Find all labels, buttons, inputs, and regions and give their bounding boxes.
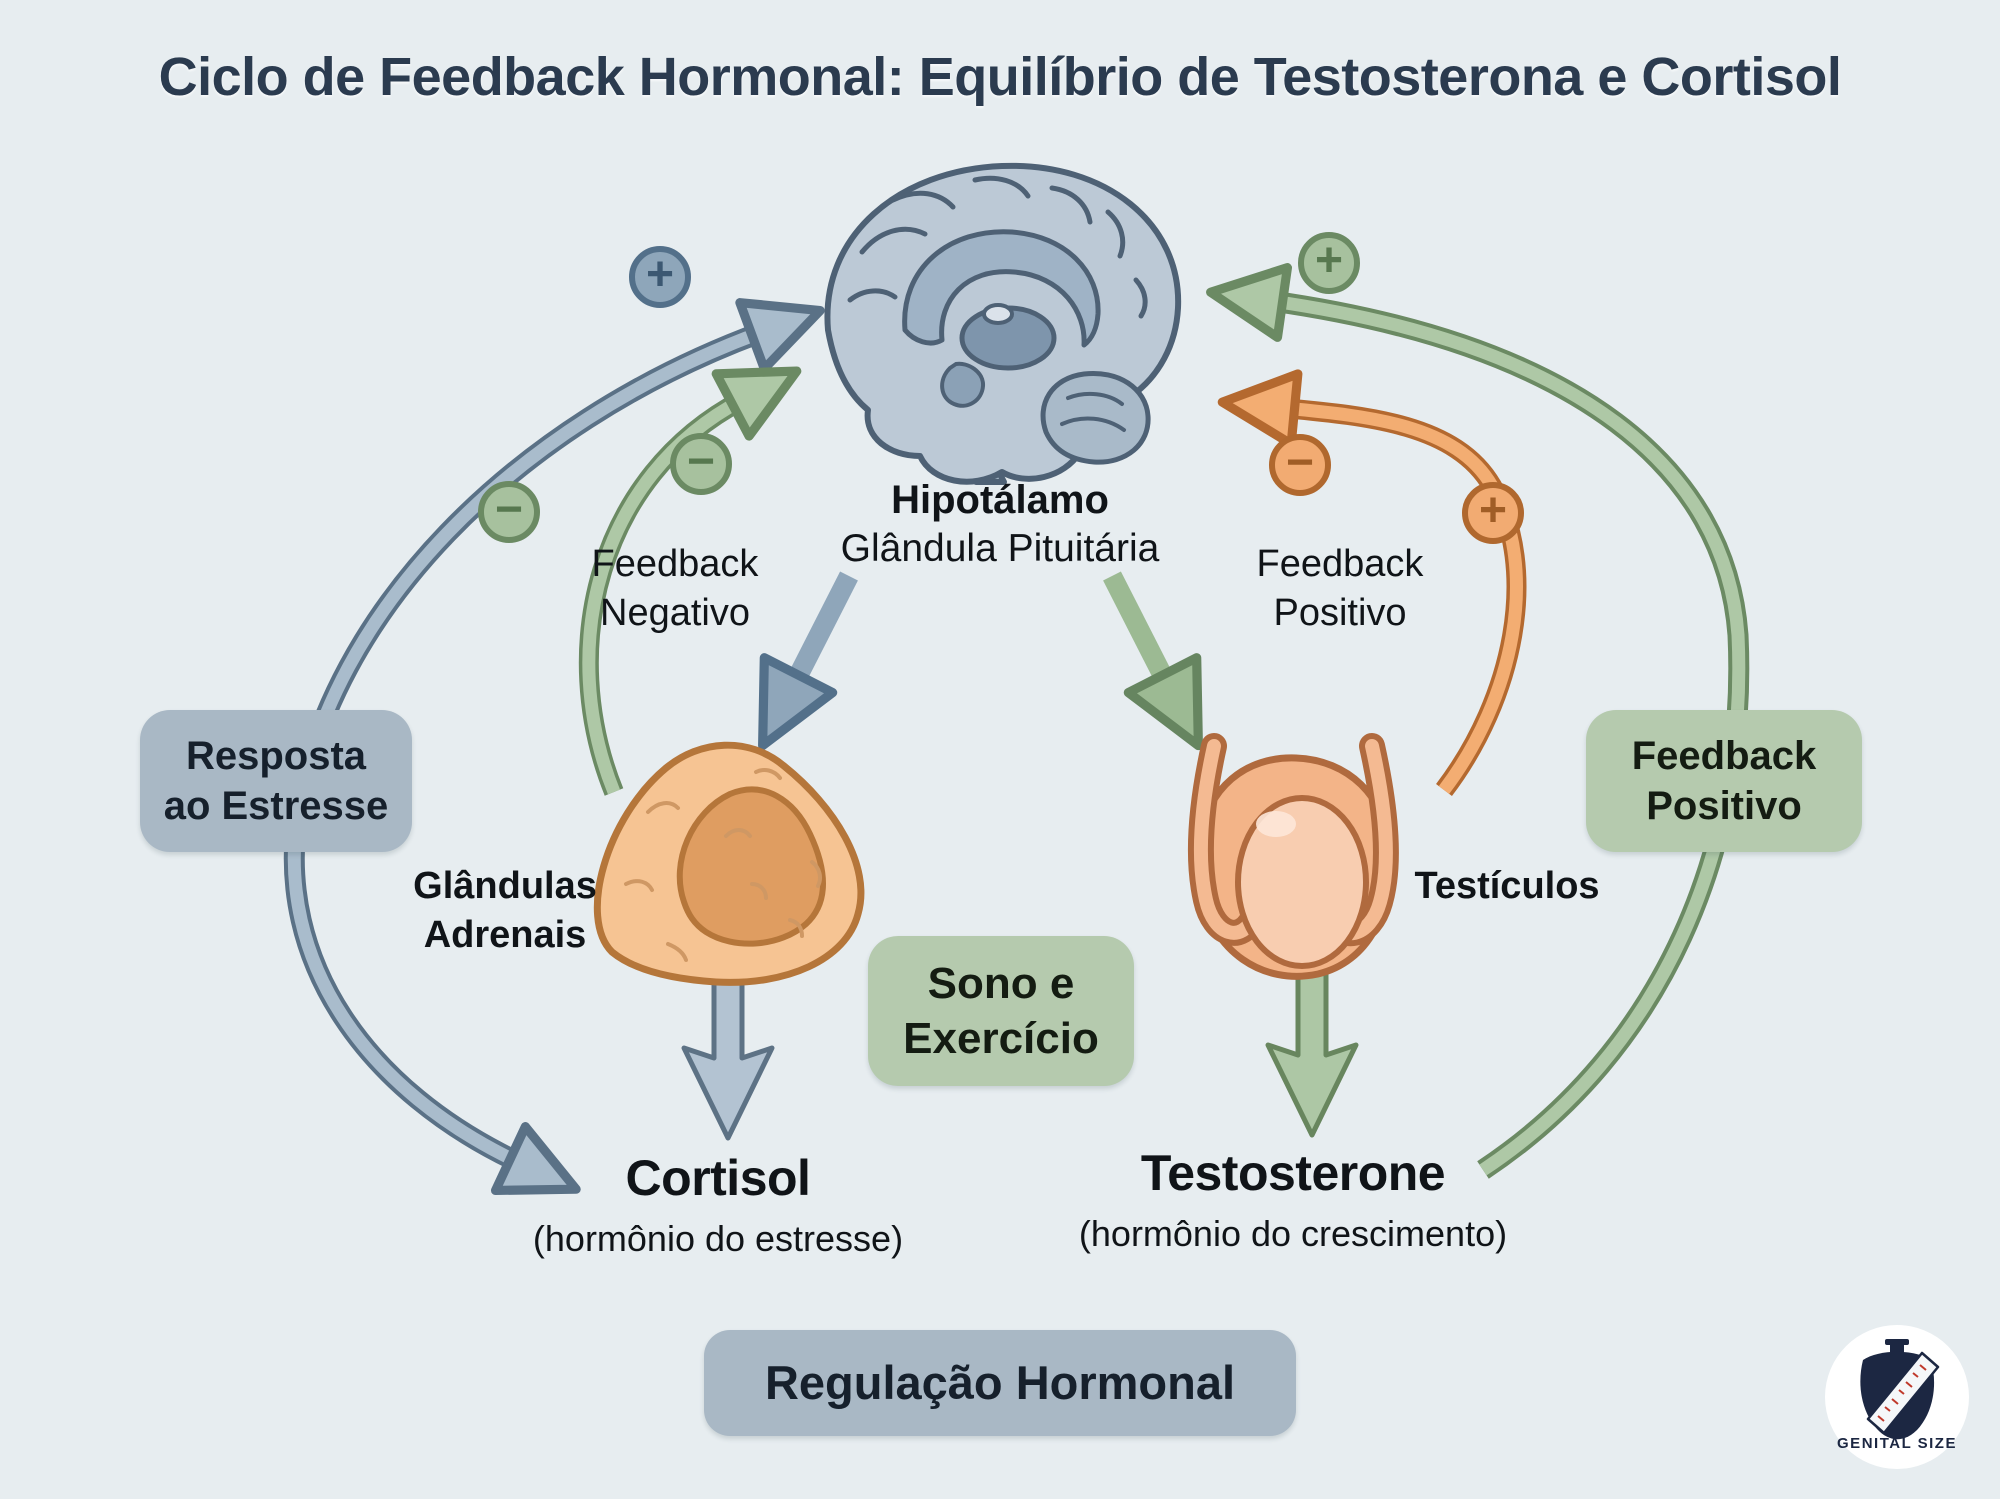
- stress-response-badge: Resposta ao Estresse: [140, 710, 412, 852]
- brand-logo-caption: GENITAL SIZE: [1837, 1435, 1957, 1452]
- positive-feedback-badge: Feedback Positivo: [1586, 710, 1862, 852]
- positive-feedback-loop-arrow: [1206, 263, 1750, 1179]
- torso-icon: [1860, 1339, 1940, 1440]
- minus-icon: −: [670, 433, 732, 495]
- cortisol-subtitle: (hormônio do estresse): [468, 1216, 968, 1263]
- positive-feedback-label: Feedback Positivo: [1185, 540, 1495, 639]
- pituitary-label: Glândula Pituitária: [750, 524, 1250, 575]
- minus-glyph: −: [494, 483, 524, 536]
- testes-label-text: Testículos: [1414, 865, 1600, 907]
- negative-feedback-line1: Feedback: [591, 543, 759, 585]
- minus-icon: −: [478, 481, 540, 543]
- sleep-exercise-line2: Exercício: [903, 1014, 1099, 1063]
- testosterone-name: Testosterone: [1140, 1145, 1446, 1201]
- sleep-exercise-badge: Sono e Exercício: [868, 936, 1134, 1086]
- positive-feedback-line1: Feedback: [1256, 543, 1424, 585]
- testosterone-subtitle-text: (hormônio do crescimento): [1078, 1213, 1508, 1254]
- cortisol-name: Cortisol: [625, 1150, 811, 1206]
- positive-feedback-line2: Positivo: [1273, 592, 1407, 635]
- stress-badge-line2: ao Estresse: [163, 784, 389, 828]
- negative-feedback-line2: Negativo: [600, 592, 750, 635]
- hypothalamus-label-text: Hipotálamo: [891, 478, 1109, 522]
- hormonal-regulation-text: Regulação Hormonal: [764, 1355, 1236, 1409]
- positive-feedback-badge-line1: Feedback: [1631, 734, 1817, 778]
- brain-illustration: [824, 162, 1182, 485]
- minus-glyph: −: [686, 435, 716, 488]
- plus-icon: +: [629, 246, 691, 308]
- hormonal-regulation-badge: Regulação Hormonal: [704, 1330, 1296, 1436]
- pituitary-to-adrenal-arrow: [758, 571, 858, 751]
- testosterone-label: Testosterone: [1093, 1141, 1493, 1206]
- plus-icon: +: [1298, 232, 1360, 294]
- pituitary-to-testes-arrow: [1103, 571, 1203, 751]
- testosterone-subtitle: (hormônio do crescimento): [1043, 1211, 1543, 1258]
- plus-glyph: +: [1314, 234, 1344, 287]
- adrenal-glands-line1: Glândulas: [413, 865, 597, 907]
- positive-feedback-badge-line2: Positivo: [1646, 784, 1802, 828]
- stress-badge-line1: Resposta: [185, 734, 367, 778]
- pituitary-label-text: Glândula Pituitária: [840, 527, 1160, 570]
- testes-label: Testículos: [1397, 862, 1617, 911]
- plus-icon: +: [1462, 482, 1524, 544]
- page-title: Ciclo de Feedback Hormonal: Equilíbrio d…: [158, 47, 1842, 107]
- testes-illustration: [1187, 733, 1399, 980]
- cortisol-label: Cortisol: [518, 1146, 918, 1211]
- cortisol-subtitle-text: (hormônio do estresse): [532, 1218, 904, 1259]
- hypothalamus-label: Hipotálamo: [800, 474, 1200, 526]
- minus-icon: −: [1269, 434, 1331, 496]
- negative-feedback-label: Feedback Negativo: [520, 540, 830, 639]
- adrenal-gland-illustration: [593, 741, 865, 986]
- testes-to-testosterone-arrow: [1265, 962, 1359, 1138]
- adrenal-glands-line2: Adrenais: [423, 914, 587, 957]
- adrenal-to-cortisol-arrow: [681, 962, 775, 1141]
- plus-glyph: +: [1478, 484, 1508, 537]
- sleep-exercise-line1: Sono e: [927, 959, 1075, 1008]
- plus-glyph: +: [645, 248, 675, 301]
- brand-logo-mark: [1825, 1325, 1969, 1469]
- minus-glyph: −: [1285, 436, 1315, 489]
- brand-logo: GENITAL SIZE: [1823, 1323, 1971, 1471]
- adrenal-glands-label: Glândulas Adrenais: [380, 862, 630, 961]
